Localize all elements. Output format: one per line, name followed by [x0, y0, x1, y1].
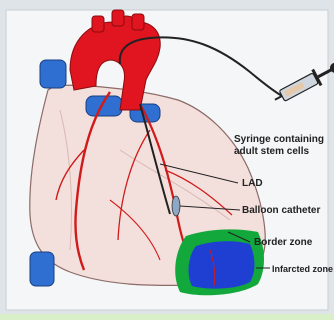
lad-label: LAD	[242, 178, 263, 190]
vena-cava-top	[40, 60, 66, 88]
balloon	[172, 196, 180, 216]
border-zone-label: Border zone	[254, 237, 312, 249]
balloon-catheter-label: Balloon catheter	[242, 205, 320, 217]
infarcted-zone-label: Infarcted zone	[272, 263, 333, 275]
aortic-branch	[112, 10, 124, 26]
aortic-branch	[92, 16, 104, 32]
vena-cava-bottom	[30, 252, 54, 286]
syringe-label-line2: adult stem cells	[234, 146, 309, 158]
aortic-branch	[132, 14, 144, 30]
infarcted-zone-region	[189, 241, 255, 288]
bottom-strip	[0, 314, 334, 320]
syringe-label-line1: Syringe containing	[234, 134, 324, 146]
